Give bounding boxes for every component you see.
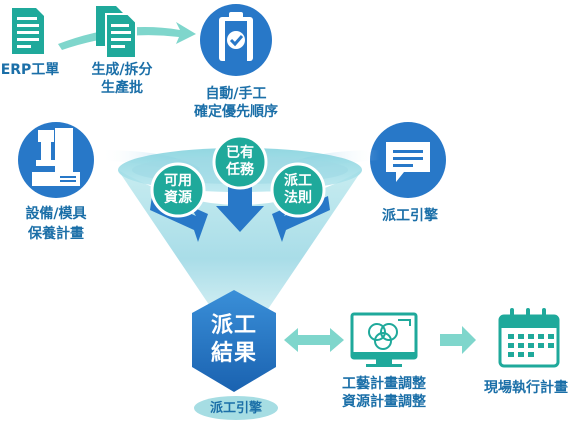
dispatch-rules-circle <box>270 162 326 218</box>
maintenance-label-2: 保養計畫 <box>28 226 84 242</box>
available-resources-circle <box>150 162 206 218</box>
engine-badge-shape <box>194 396 278 420</box>
existing-tasks-line-2: 任務 <box>226 162 254 178</box>
existing-tasks-circle <box>212 134 268 190</box>
split-batch-label-2: 生產批 <box>101 80 143 96</box>
dispatch-rules-line-1: 派工 <box>284 173 312 189</box>
dispatch-result-line-1: 派工 <box>210 313 257 338</box>
available-resources-label: 可用 資源 <box>156 173 200 207</box>
calendar-icon <box>498 308 560 368</box>
dispatch-result-label: 派工 結果 <box>194 312 274 368</box>
erp-order-label: ERP工單 <box>0 62 60 78</box>
planning-monitor-icon <box>350 312 418 367</box>
result-hexagon <box>192 290 276 392</box>
dispatch-rules-label: 派工 法則 <box>276 173 320 207</box>
split-documents-icon <box>96 6 137 59</box>
process-adjust-label: 工藝計畫調整 <box>342 376 426 392</box>
right-arrow <box>440 326 476 354</box>
dispatch-engine-label: 派工引擎 <box>382 208 438 224</box>
existing-tasks-label: 已有 任務 <box>218 145 262 179</box>
dispatch-result-line-2: 結果 <box>210 341 257 366</box>
priority-label-2: 確定優先順序 <box>194 104 278 120</box>
available-resources-line-1: 可用 <box>164 173 192 189</box>
equipment-machine-icon <box>18 122 94 198</box>
bidirectional-arrow <box>284 328 344 352</box>
maintenance-label-1: 設備/模具 <box>25 206 87 222</box>
dispatch-engine-chat-icon <box>370 122 446 198</box>
clipboard-check-icon <box>200 4 272 76</box>
available-resources-line-2: 資源 <box>164 190 192 206</box>
existing-tasks-line-1: 已有 <box>226 145 254 161</box>
priority-label-1: 自動/手工 <box>205 86 267 102</box>
erp-document-icon <box>12 8 44 54</box>
split-batch-label-1: 生成/拆分 <box>91 62 153 78</box>
execution-plan-label: 現場執行計畫 <box>484 380 568 396</box>
engine-badge-label: 派工引擎 <box>209 401 262 416</box>
dispatch-rules-line-2: 法則 <box>284 190 312 206</box>
resource-adjust-label: 資源計畫調整 <box>342 394 426 410</box>
